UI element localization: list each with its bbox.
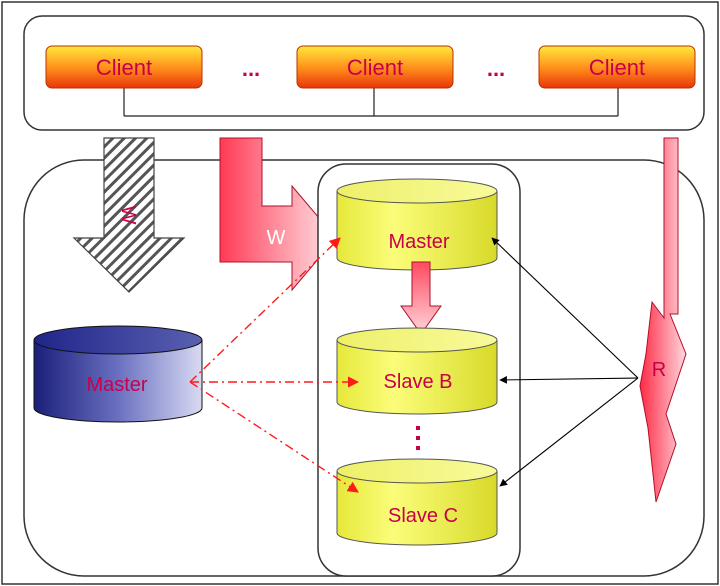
write-arrow: W xyxy=(219,137,337,292)
master-blue-cylinder: Master xyxy=(33,325,203,423)
read-arrow-label: R xyxy=(652,359,666,381)
master-cylinder: Master xyxy=(336,178,498,271)
vertical-dots xyxy=(416,426,420,450)
ellipsis-2: ... xyxy=(487,56,505,81)
read-arrow: R xyxy=(639,137,687,503)
read-lines xyxy=(491,237,639,487)
client-3: Client xyxy=(538,45,696,89)
master-to-slave-arrow xyxy=(400,261,442,335)
client-1: Client xyxy=(45,45,203,89)
client-2-label: Client xyxy=(347,55,403,80)
client-3-label: Client xyxy=(589,55,645,80)
slave-c-label: Slave C xyxy=(388,505,458,527)
hatched-arrow-label: W xyxy=(117,206,139,225)
write-arrow-label: W xyxy=(267,227,286,249)
master-blue-label: Master xyxy=(86,374,147,396)
dashdot-replication-lines xyxy=(189,237,360,493)
client-connector xyxy=(123,88,619,117)
ellipsis-1: ... xyxy=(242,56,260,81)
master-cylinder-label: Master xyxy=(388,231,449,253)
slave-b-cylinder: Slave B xyxy=(336,327,498,415)
hatched-down-arrow: W xyxy=(72,137,186,293)
slave-b-label: Slave B xyxy=(384,371,453,393)
client-1-label: Client xyxy=(96,55,152,80)
slave-c-cylinder: Slave C xyxy=(336,458,498,546)
client-2: Client xyxy=(296,45,454,89)
